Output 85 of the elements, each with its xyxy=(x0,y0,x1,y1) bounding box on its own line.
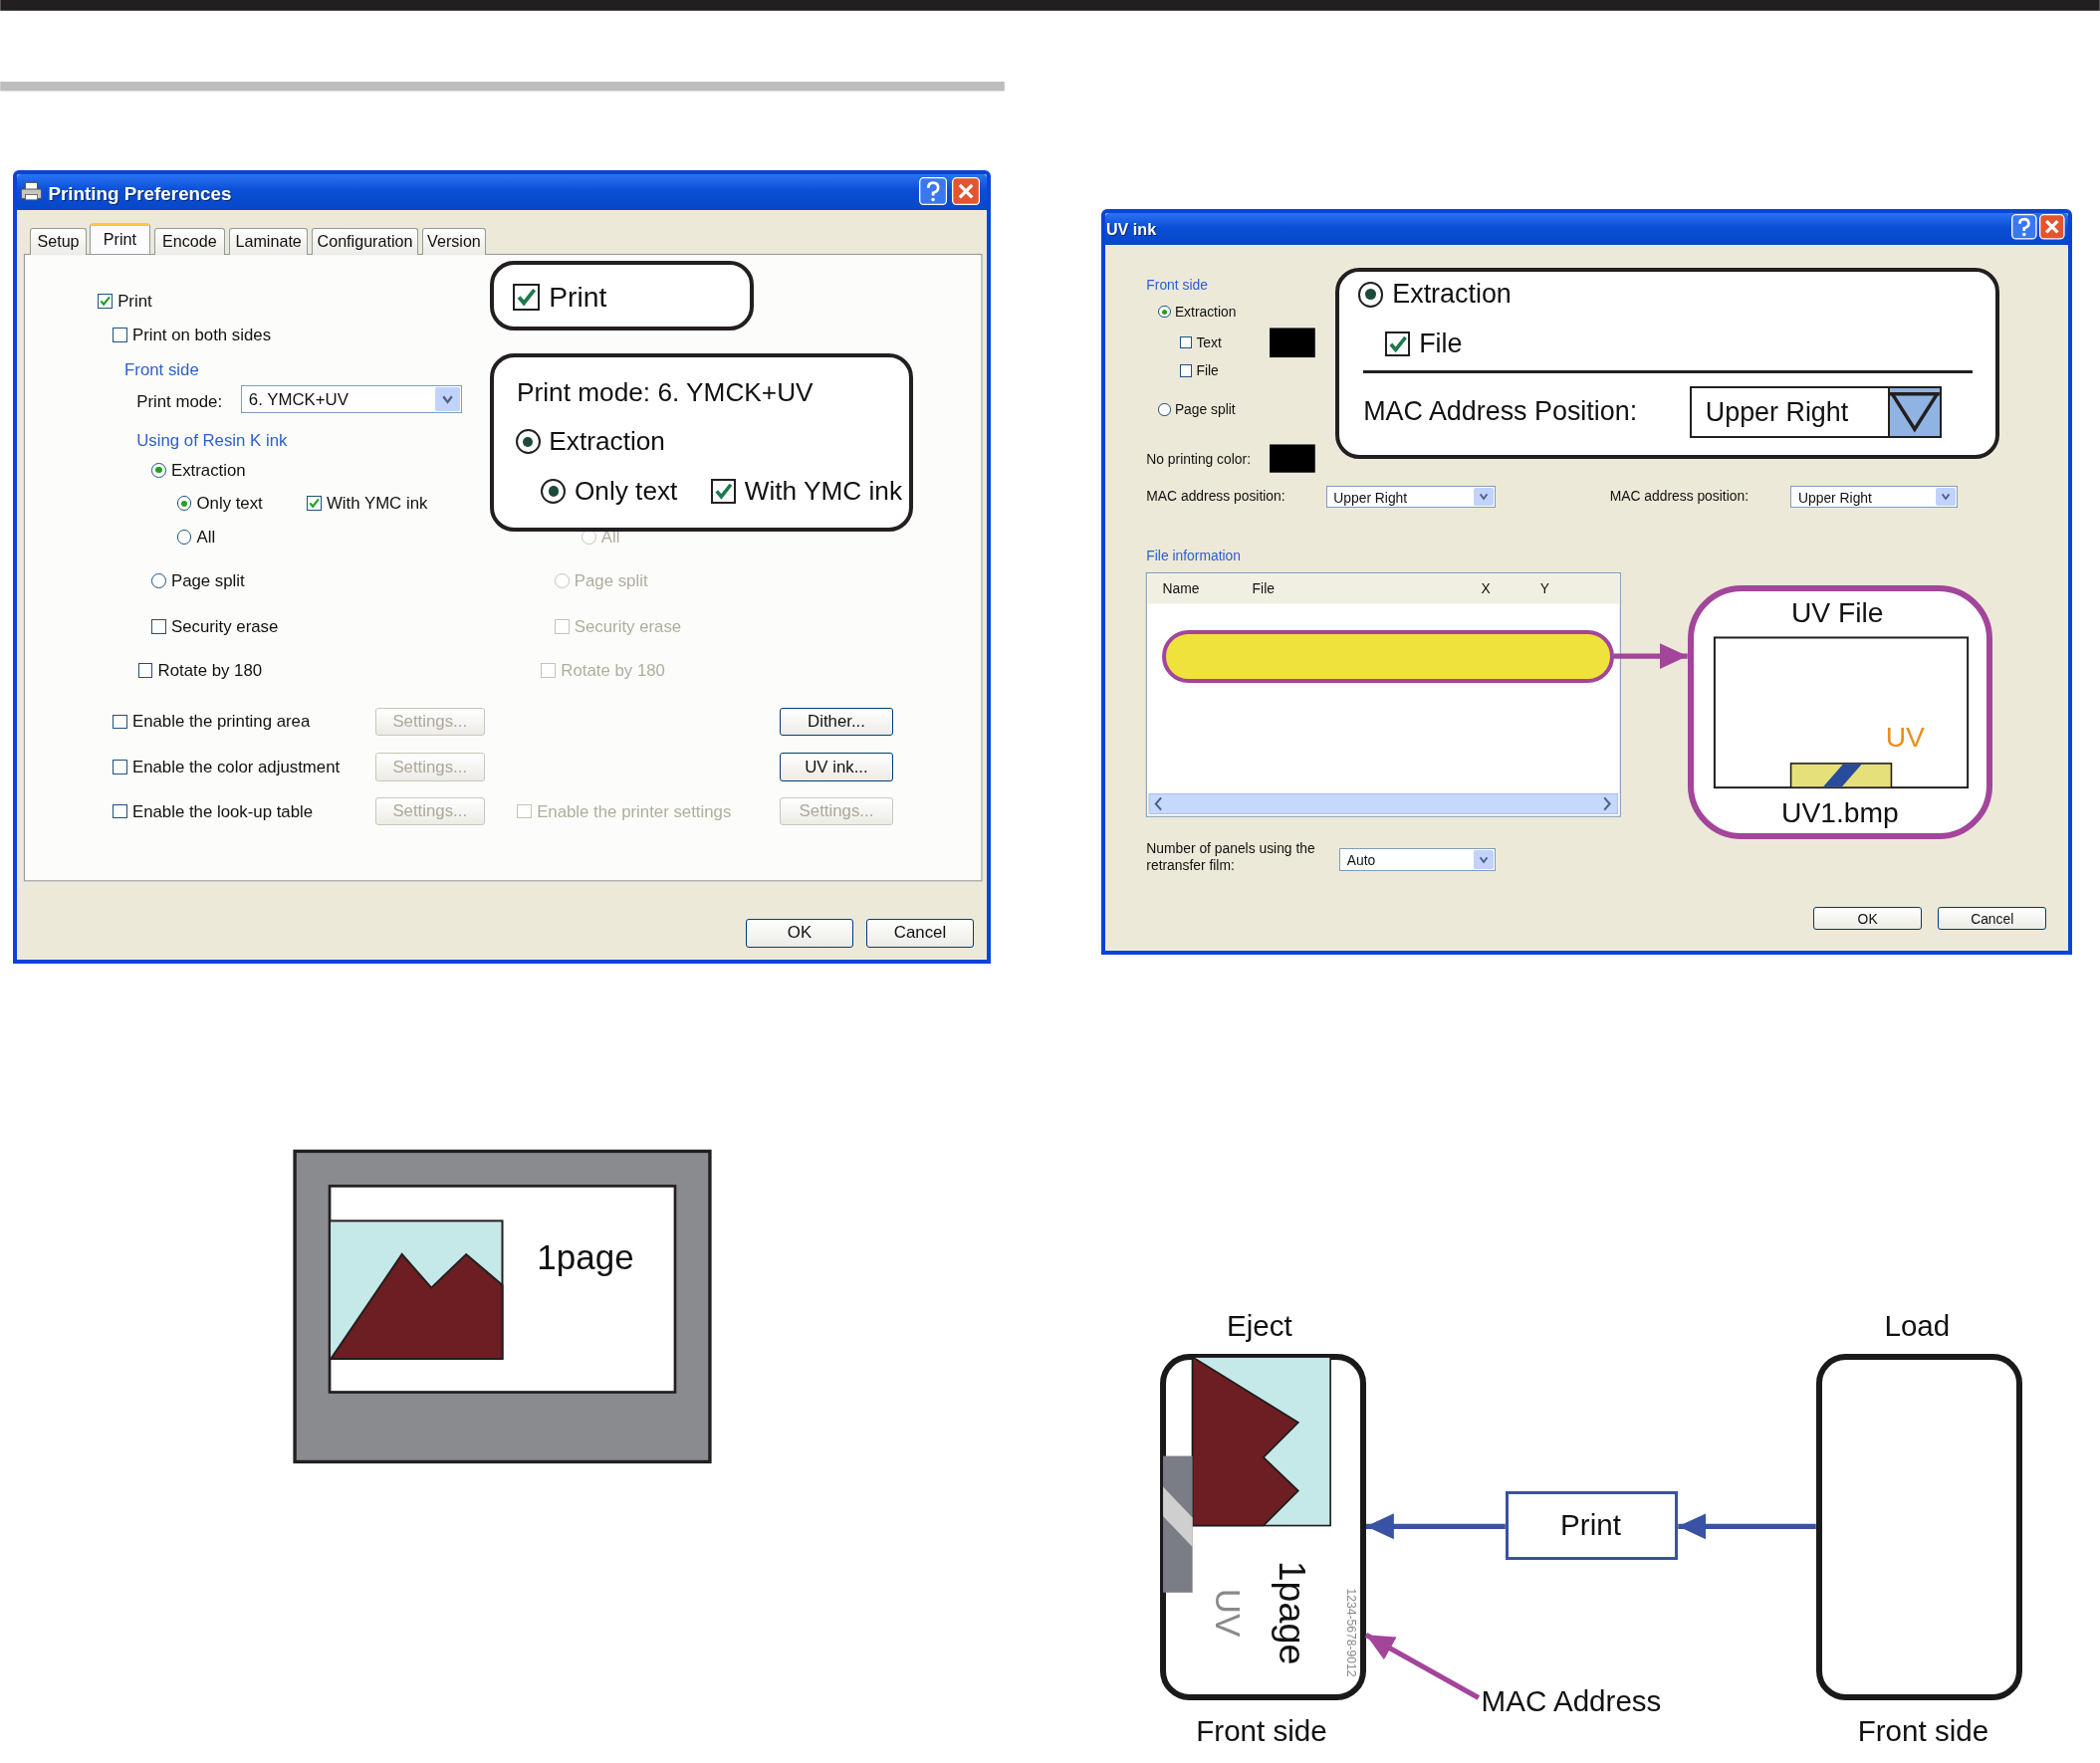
button: Cancel xyxy=(1938,906,2047,931)
tab: Encode xyxy=(153,227,225,255)
checkbox: With YMC ink xyxy=(307,493,428,515)
label-text: Y xyxy=(1539,580,1549,598)
radio-button: Extraction xyxy=(1158,303,1237,322)
section-heading: File information xyxy=(1146,547,1241,564)
label-text: Print mode: 6. YMCK+UV xyxy=(517,375,814,409)
checkbox: With YMC ink xyxy=(711,475,903,508)
caption-text: Front side xyxy=(1857,1712,1989,1749)
button: OK xyxy=(1813,906,1923,931)
radio-button: Extraction xyxy=(151,459,246,481)
checkbox: File xyxy=(1179,361,1219,380)
button: Settings... xyxy=(374,796,485,826)
checkbox: Text xyxy=(1179,333,1222,351)
radio-button: Page split xyxy=(151,570,245,592)
checkbox: Security erase xyxy=(554,615,682,637)
button: OK xyxy=(746,919,853,948)
radio-button: Only text xyxy=(176,493,263,515)
checkbox: Enable the printing area xyxy=(112,711,311,733)
button: UV ink... xyxy=(779,753,894,781)
radio-button: Extraction xyxy=(1357,278,1512,312)
button: Settings... xyxy=(374,753,485,781)
arrow xyxy=(1365,1513,1506,1540)
rotated-text: 1234-5678-9012 xyxy=(1342,1588,1358,1677)
arrow xyxy=(1678,1513,1816,1540)
label-text: Name xyxy=(1162,580,1200,598)
dropdown: Upper Right xyxy=(1790,485,1959,509)
label-text: Load xyxy=(1884,1307,1951,1344)
dropdown: Auto xyxy=(1339,848,1497,871)
checkbox: Enable the printer settings xyxy=(517,800,732,822)
checkbox: Rotate by 180 xyxy=(137,660,263,682)
label-text: Eject xyxy=(1227,1307,1292,1344)
highlight-bar xyxy=(1162,630,1614,683)
label-text: MAC Address Position: xyxy=(1363,395,1638,429)
section-heading: Front side xyxy=(1146,276,1208,295)
label-text: UV xyxy=(1885,720,1925,756)
caption-text: 1page xyxy=(537,1236,634,1279)
window-title: UV ink xyxy=(1105,218,1157,240)
checkbox: Security erase xyxy=(151,615,279,637)
label-text: UV1.bmp xyxy=(1781,794,1899,830)
tab: Print xyxy=(90,222,150,254)
button: Cancel xyxy=(866,919,974,948)
checkbox: File xyxy=(1384,327,1463,361)
callout-box xyxy=(1334,267,2000,460)
checkbox: Print xyxy=(513,279,607,316)
label-text: Print mode: xyxy=(136,391,223,412)
label-text: No printing color: xyxy=(1146,450,1251,468)
radio-button: Only text xyxy=(541,475,678,508)
checkbox: Print xyxy=(98,291,152,313)
caption-text: Front side xyxy=(1196,1712,1327,1749)
rotated-text: 1page xyxy=(1270,1560,1314,1665)
label-text: Number of panels using the retransfer film: xyxy=(1146,840,1316,875)
rotated-text: UV xyxy=(1207,1588,1249,1638)
arrow xyxy=(1613,643,1688,670)
tab: Laminate xyxy=(229,227,309,255)
dropdown: Upper Right xyxy=(1325,485,1497,509)
section-heading: Front side xyxy=(124,358,199,380)
arrow xyxy=(1364,1633,1481,1700)
checkbox: Enable the look-up table xyxy=(112,800,314,822)
callout-box xyxy=(1687,584,1993,840)
button: Settings... xyxy=(779,796,894,826)
checkbox: Rotate by 180 xyxy=(541,660,665,682)
callout-box xyxy=(490,261,755,331)
label-text: X xyxy=(1481,580,1491,598)
radio-button: Page split xyxy=(1158,400,1236,419)
dropdown: 6. YMCK+UV xyxy=(241,384,462,413)
tab: Configuration xyxy=(312,227,418,255)
radio-button: All xyxy=(176,526,216,548)
radio-button: Page split xyxy=(554,570,648,592)
callout-box xyxy=(490,353,914,532)
section-heading: Using of Resin K ink xyxy=(136,430,288,451)
label-text: Print xyxy=(1560,1507,1621,1544)
checkbox: Enable the color adjustment xyxy=(112,757,341,778)
label-text: File xyxy=(1252,580,1275,598)
button: Dither... xyxy=(779,707,894,737)
callout-label: MAC Address xyxy=(1478,1681,1677,1722)
button: Settings... xyxy=(374,707,485,737)
window-title: Printing Preferences xyxy=(48,182,232,206)
label-text: MAC address position: xyxy=(1609,488,1749,506)
label-text: UV File xyxy=(1790,595,1884,631)
process-box xyxy=(1505,1491,1679,1560)
dropdown: Upper Right xyxy=(1690,385,1943,439)
label-text: MAC address position: xyxy=(1146,488,1285,506)
checkbox: Print on both sides xyxy=(112,324,272,345)
radio-button: Extraction xyxy=(515,425,665,459)
